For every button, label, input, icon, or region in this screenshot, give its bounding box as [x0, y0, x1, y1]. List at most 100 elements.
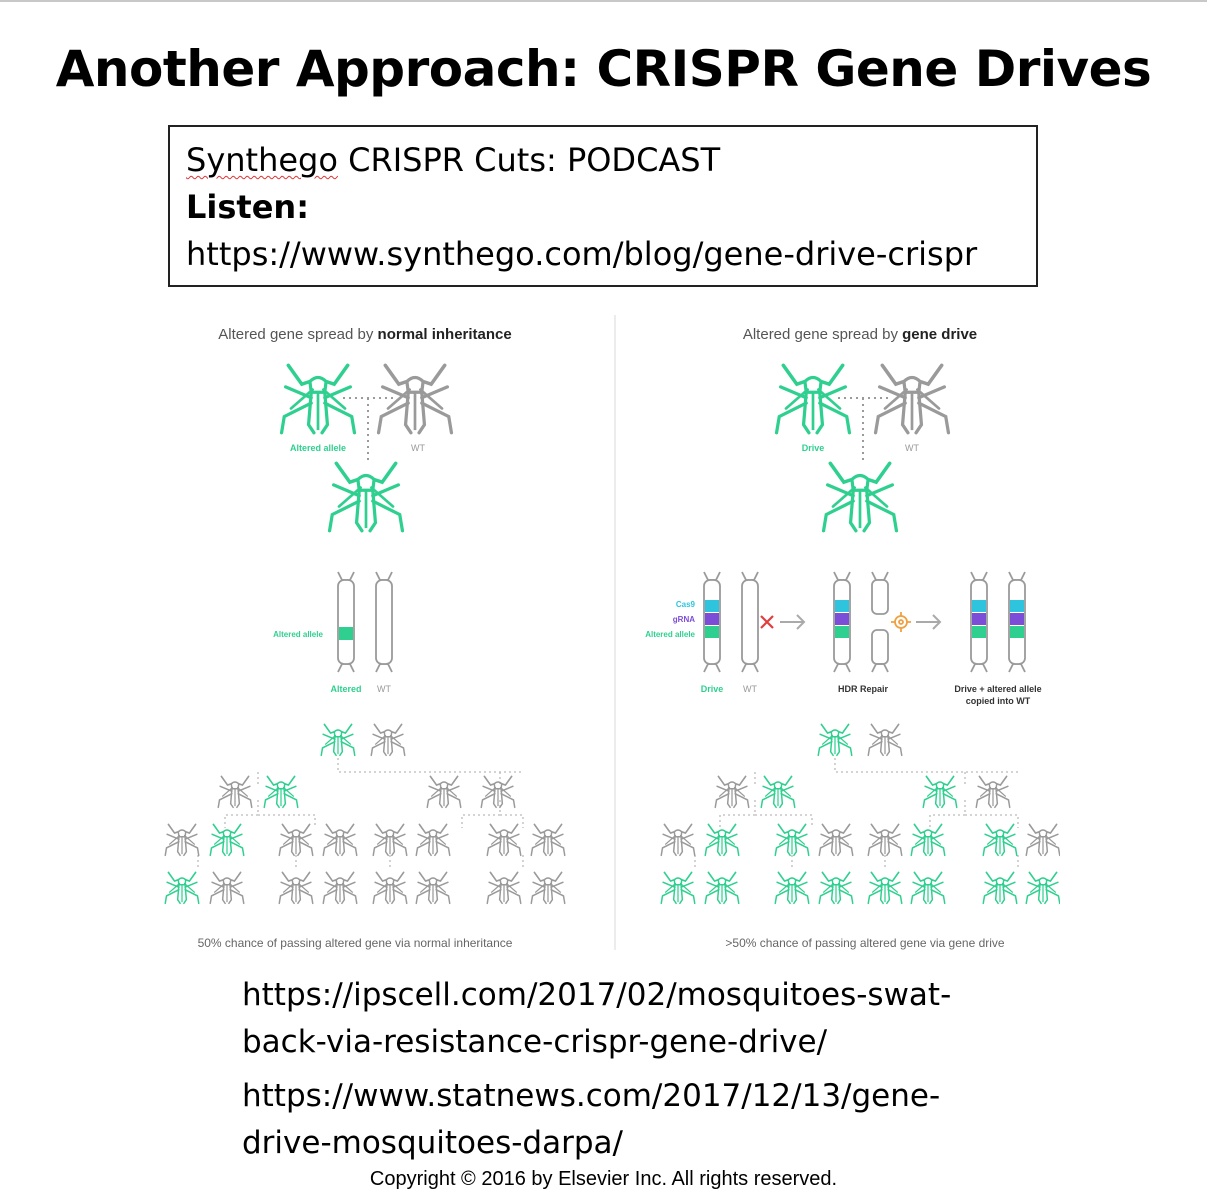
right-mosquito-icon-9: [818, 823, 854, 857]
result2-cas9-band: [1010, 600, 1024, 612]
left-inheritance-tree: [197, 758, 524, 870]
legend-cas9: Cas9: [676, 600, 696, 609]
right-parent-drive-mosquito: [774, 363, 852, 435]
arrow-right-icon: [780, 614, 806, 630]
left-parent-altered-label: Altered allele: [290, 443, 346, 453]
left-mosquito-icon-4: [426, 775, 462, 809]
right-gene-drive-tree: [694, 758, 1019, 870]
left-mosquito-icon-14: [164, 871, 200, 905]
left-mosquito-population: [164, 723, 566, 905]
right-mosquito-icon-21: [1025, 871, 1060, 905]
statnews-link-line2[interactable]: drive-mosquitoes-darpa/: [242, 1125, 623, 1161]
right-parent-wt-label: WT: [905, 443, 919, 453]
right-mosquito-icon-2: [714, 775, 750, 809]
right-mosquito-icon-3: [760, 775, 796, 809]
left-mosquito-icon-5: [480, 775, 516, 809]
right-mosquito-icon-20: [982, 871, 1018, 905]
right-caption: >50% chance of passing altered gene via …: [725, 936, 1005, 950]
right-mosquito-icon-15: [704, 871, 740, 905]
left-mosquito-icon-18: [372, 871, 408, 905]
right-chromosome-wt: [741, 571, 759, 673]
hdr-allele-band: [835, 626, 849, 638]
right-mosquito-icon-16: [774, 871, 810, 905]
left-mosquito-icon-16: [278, 871, 314, 905]
left-mosquito-icon-19: [415, 871, 451, 905]
left-mosquito-icon-9: [322, 823, 358, 857]
right-heading-bold: gene drive: [902, 326, 977, 343]
legend-grna: gRNA: [673, 615, 695, 624]
left-mosquito-icon-3: [263, 775, 299, 809]
right-chrom-wt-label: WT: [743, 684, 757, 694]
left-heading-bold: normal inheritance: [378, 326, 512, 343]
listen-label: Listen:: [186, 188, 309, 226]
left-mosquito-icon-8: [278, 823, 314, 857]
right-parent-connector: [838, 397, 888, 460]
left-mosquito-icon-20: [486, 871, 522, 905]
right-mosquito-icon-8: [774, 823, 810, 857]
right-mosquito-icon-18: [867, 871, 903, 905]
right-mosquito-icon-14: [660, 871, 696, 905]
left-parent-connector: [343, 397, 393, 460]
repair-enzyme-icon: [891, 612, 911, 632]
statnews-link-line1[interactable]: https://www.statnews.com/2017/12/13/gene…: [242, 1078, 941, 1114]
left-mosquito-icon-0: [320, 723, 356, 757]
result1-cas9-band: [972, 600, 986, 612]
left-chrom-allele-label: Altered allele: [273, 630, 323, 639]
slide-title: Another Approach: CRISPR Gene Drives: [55, 40, 1152, 98]
legend-allele: Altered allele: [645, 630, 695, 639]
left-chrom-wt-label: WT: [377, 684, 391, 694]
result1-grna-band: [972, 613, 986, 625]
hdr-grna-band: [835, 613, 849, 625]
left-heading-plain: Altered gene spread by: [218, 326, 377, 343]
drive-allele-band: [705, 626, 719, 638]
left-heading: Altered gene spread by normal inheritanc…: [218, 326, 511, 343]
right-mosquito-icon-12: [982, 823, 1018, 857]
left-chromosome-altered: [337, 571, 355, 673]
left-mosquito-icon-17: [322, 871, 358, 905]
result1-allele-band: [972, 626, 986, 638]
podcast-url[interactable]: https://www.synthego.com/blog/gene-drive…: [186, 235, 978, 273]
arrow-right-icon-2: [916, 614, 942, 630]
left-mosquito-icon-13: [530, 823, 566, 857]
right-mosquito-icon-7: [704, 823, 740, 857]
left-parent-wt-label: WT: [411, 443, 425, 453]
right-heading-plain: Altered gene spread by: [743, 326, 902, 343]
top-border: [0, 0, 1207, 2]
right-mosquito-icon-4: [922, 775, 958, 809]
left-mosquito-icon-15: [209, 871, 245, 905]
left-mosquito-icon-7: [209, 823, 245, 857]
ipscell-link-line1[interactable]: https://ipscell.com/2017/02/mosquitoes-s…: [242, 977, 952, 1013]
left-caption: 50% chance of passing altered gene via n…: [198, 936, 513, 950]
right-mosquito-icon-11: [910, 823, 946, 857]
left-chrom-altered-label: Altered: [330, 684, 361, 694]
left-altered-allele-band: [339, 627, 353, 640]
right-mosquito-icon-17: [818, 871, 854, 905]
result2-grna-band: [1010, 613, 1024, 625]
right-mosquito-icon-5: [975, 775, 1011, 809]
left-mosquito-icon-21: [530, 871, 566, 905]
right-parent-drive-label: Drive: [802, 443, 825, 453]
left-parent-wt-mosquito: [376, 363, 454, 435]
left-mosquito-icon-10: [372, 823, 408, 857]
right-mosquito-icon-13: [1025, 823, 1060, 857]
left-mosquito-icon-2: [217, 775, 253, 809]
podcast-box: Synthego CRISPR Cuts: PODCAST Listen: ht…: [168, 125, 1038, 287]
right-mosquito-icon-19: [910, 871, 946, 905]
result-label-line1: Drive + altered allele: [954, 684, 1041, 694]
right-mosquito-icon-6: [660, 823, 696, 857]
podcast-title: CRISPR Cuts: PODCAST: [337, 141, 721, 179]
hdr-chromosome-cut: [871, 571, 889, 673]
cut-mark-icon: [760, 615, 774, 629]
right-offspring-mosquito: [821, 461, 899, 533]
right-mosquito-icon-1: [867, 723, 903, 757]
result2-allele-band: [1010, 626, 1024, 638]
right-mosquito-icon-10: [867, 823, 903, 857]
right-mosquito-population: [660, 723, 1060, 905]
copyright: Copyright © 2016 by Elsevier Inc. All ri…: [369, 1168, 838, 1190]
right-mosquito-icon-0: [817, 723, 853, 757]
ipscell-link-line2[interactable]: back-via-resistance-crispr-gene-drive/: [242, 1024, 828, 1060]
left-mosquito-icon-11: [415, 823, 451, 857]
left-mosquito-icon-1: [370, 723, 406, 757]
result-label-line2: copied into WT: [966, 696, 1031, 706]
podcast-line: Synthego CRISPR Cuts: PODCAST: [186, 137, 1020, 184]
